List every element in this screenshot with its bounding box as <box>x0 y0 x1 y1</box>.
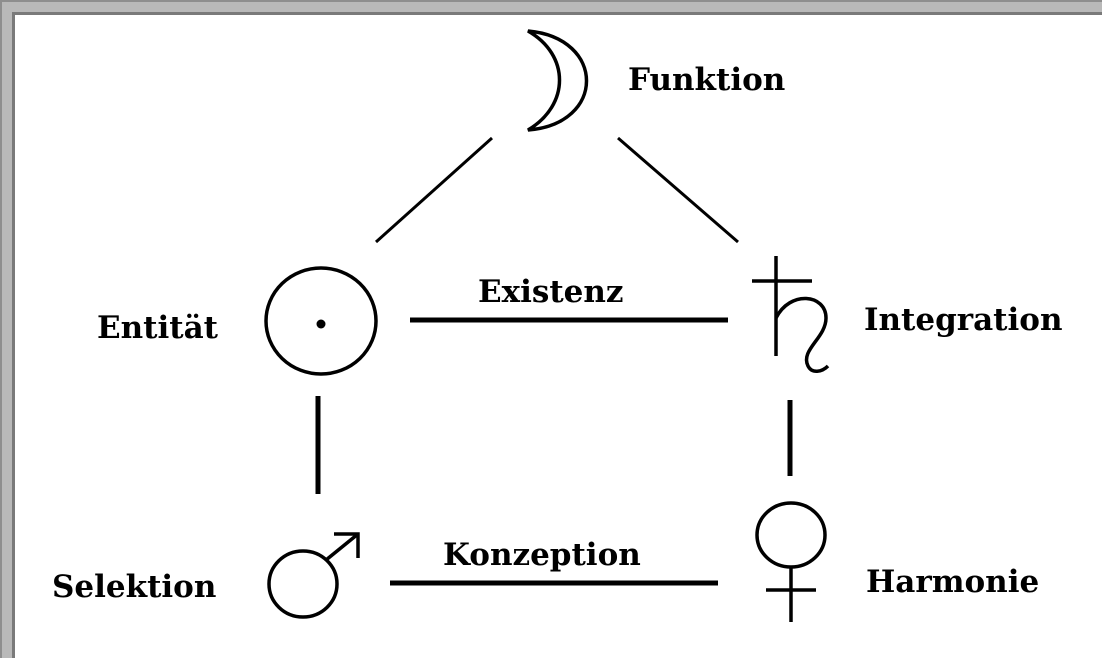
saturn-icon <box>752 256 830 373</box>
label-entitaet: Entität <box>97 310 219 346</box>
frame-inner-edge-left <box>12 12 15 658</box>
label-funktion: Funktion <box>628 62 785 98</box>
sun-icon <box>264 266 378 376</box>
frame-inner-edge-top <box>12 12 1102 15</box>
venus-icon <box>755 501 827 622</box>
label-integration: Integration <box>864 302 1063 338</box>
mars-icon <box>267 532 360 619</box>
label-selektion: Selektion <box>52 569 216 605</box>
frame-edge-left <box>0 0 2 658</box>
moon-icon <box>527 29 589 132</box>
edge-funktion-integration <box>617 136 739 244</box>
label-harmonie: Harmonie <box>866 564 1039 600</box>
edge-funktion-entitaet <box>374 136 494 244</box>
label-existenz: Existenz <box>478 274 624 310</box>
frame-edge-top <box>0 0 1102 2</box>
label-konzeption: Konzeption <box>443 537 641 573</box>
